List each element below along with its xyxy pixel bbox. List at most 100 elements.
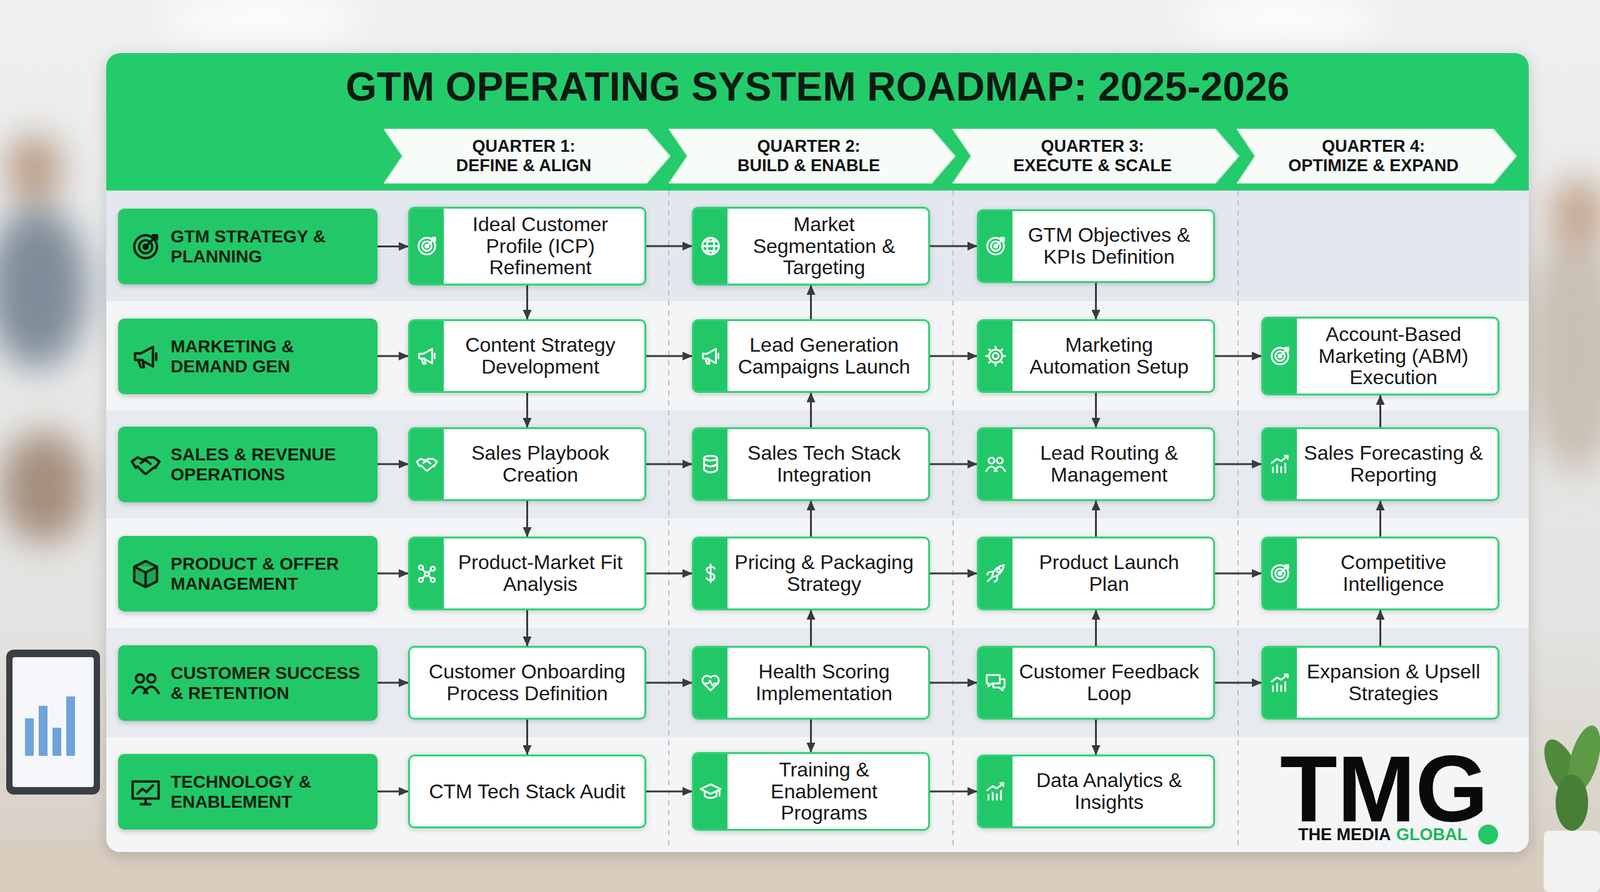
row-band bbox=[106, 628, 1529, 738]
quarter-chevron: QUARTER 2:BUILD & ENABLE bbox=[668, 128, 957, 184]
task-box: Market Segmentation & Targeting bbox=[691, 206, 930, 286]
task-box: Product Launch Plan bbox=[976, 536, 1215, 611]
tablet-frame bbox=[6, 650, 100, 795]
tablet-bar bbox=[52, 728, 62, 757]
flow-arrow bbox=[646, 245, 692, 248]
icon-symbol bbox=[129, 776, 162, 809]
task-label: Account-Based Marketing (ABM) Execution bbox=[1303, 323, 1484, 389]
decor-element bbox=[1271, 348, 1289, 365]
task-label: Lead Routing & Management bbox=[1018, 442, 1200, 486]
task-label: Customer Onboarding Process Definition bbox=[421, 661, 634, 705]
logo-wordmark: TMG bbox=[1280, 742, 1489, 837]
lane-label: MARKETING & DEMAND GEN bbox=[170, 336, 373, 377]
task-label: Sales Forecasting & Reporting bbox=[1303, 442, 1484, 486]
lane-label: SALES & REVENUE OPERATIONS bbox=[170, 445, 373, 485]
icon-symbol bbox=[415, 452, 439, 477]
task-label: Health Scoring Implementation bbox=[733, 661, 915, 705]
task-box: Data Analytics & Insights bbox=[976, 755, 1215, 829]
task-box: Training & Enablement Programs bbox=[691, 752, 930, 832]
tablet-bar bbox=[66, 696, 75, 757]
icon-strip bbox=[978, 211, 1013, 282]
icon-symbol bbox=[129, 230, 162, 264]
flow-arrow bbox=[526, 285, 529, 320]
flow-arrow bbox=[1215, 682, 1262, 685]
icon-strip bbox=[978, 321, 1013, 392]
task-label: Sales Playbook Creation bbox=[450, 442, 631, 486]
task-box: Customer Feedback Loop bbox=[976, 646, 1215, 720]
decor-element bbox=[703, 349, 719, 365]
flow-arrow bbox=[526, 720, 529, 755]
flow-arrow bbox=[646, 355, 692, 358]
icon-strip bbox=[693, 648, 728, 719]
flow-arrow bbox=[377, 791, 409, 794]
quarter-label: DEFINE & ALIGN bbox=[456, 156, 592, 176]
decor-element bbox=[987, 783, 1004, 801]
decor-element bbox=[996, 568, 1001, 573]
decor-element bbox=[986, 466, 1005, 472]
task-label: Training & Enablement Programs bbox=[733, 759, 915, 825]
icon-symbol bbox=[698, 561, 723, 586]
task-label: Product-Market Fit Analysis bbox=[450, 551, 631, 595]
icon-strip bbox=[978, 429, 1013, 500]
decor-element bbox=[147, 674, 156, 683]
icon-symbol bbox=[1268, 452, 1292, 477]
icon-strip bbox=[693, 429, 728, 500]
task-label: Content Strategy Development bbox=[450, 334, 631, 378]
decor-element bbox=[422, 569, 432, 579]
icon-strip bbox=[978, 538, 1013, 609]
icon-symbol bbox=[415, 234, 439, 259]
flow-arrow bbox=[930, 682, 977, 685]
lane-label: CUSTOMER SUCCESS & RETENTION bbox=[170, 663, 373, 704]
task-box: Expansion & Upsell Strategies bbox=[1261, 646, 1500, 720]
task-label: Product Launch Plan bbox=[1018, 551, 1200, 595]
icon-symbol bbox=[983, 344, 1008, 369]
decor-element bbox=[1271, 675, 1289, 692]
lane-label: GTM STRATEGY & PLANNING bbox=[170, 226, 373, 267]
ceiling-lamp bbox=[1181, 0, 1382, 38]
decor-element bbox=[131, 457, 160, 474]
decor-element bbox=[702, 241, 720, 251]
person-blur bbox=[1550, 178, 1600, 247]
header-band bbox=[106, 53, 1529, 191]
decor-element bbox=[704, 456, 718, 462]
decor-element bbox=[987, 565, 1005, 583]
task-label: Market Segmentation & Targeting bbox=[733, 213, 915, 279]
flow-arrow bbox=[646, 791, 692, 794]
decor-element bbox=[1271, 456, 1289, 474]
icon-strip bbox=[410, 208, 444, 284]
icon-symbol bbox=[698, 234, 723, 259]
task-box: GTM Objectives & KPIs Definition bbox=[976, 209, 1215, 284]
decor-element bbox=[704, 458, 718, 474]
tablet-bar bbox=[25, 718, 34, 757]
decor-element bbox=[702, 238, 720, 255]
flow-arrow bbox=[377, 573, 409, 575]
plant-pot bbox=[1543, 831, 1600, 892]
row-band bbox=[106, 410, 1529, 519]
task-box: Ideal Customer Profile (ICP) Refinement bbox=[408, 206, 647, 286]
icon-strip bbox=[693, 321, 728, 392]
lane-label: TECHNOLOGY & ENABLEMENT bbox=[170, 772, 373, 812]
icon-symbol bbox=[698, 671, 723, 695]
roadmap-panel bbox=[106, 53, 1529, 853]
icon-symbol bbox=[698, 780, 723, 804]
task-box: Content Strategy Development bbox=[408, 319, 647, 394]
person-blur bbox=[0, 206, 88, 369]
blurred-office bbox=[0, 0, 1600, 544]
task-label: Sales Tech Stack Integration bbox=[733, 442, 915, 486]
quarter-label: QUARTER 3: bbox=[1040, 136, 1144, 157]
task-label: Pricing & Packaging Strategy bbox=[733, 551, 915, 595]
quarter-label: QUARTER 4: bbox=[1321, 136, 1425, 157]
flow-arrow bbox=[930, 355, 977, 358]
decor-element bbox=[135, 346, 157, 368]
lane-icon bbox=[129, 448, 162, 482]
lane-icon bbox=[129, 776, 162, 809]
flow-arrow bbox=[1095, 720, 1097, 755]
flow-arrow bbox=[646, 682, 692, 685]
task-box: CTM Tech Stack Audit bbox=[408, 755, 647, 829]
flow-arrow bbox=[810, 393, 812, 428]
flow-arrow bbox=[1215, 463, 1262, 466]
person-blur bbox=[0, 431, 88, 544]
connectors bbox=[377, 246, 1381, 792]
icon-symbol bbox=[129, 667, 162, 700]
lane-label: PRODUCT & OFFER MANAGEMENT bbox=[170, 554, 373, 594]
